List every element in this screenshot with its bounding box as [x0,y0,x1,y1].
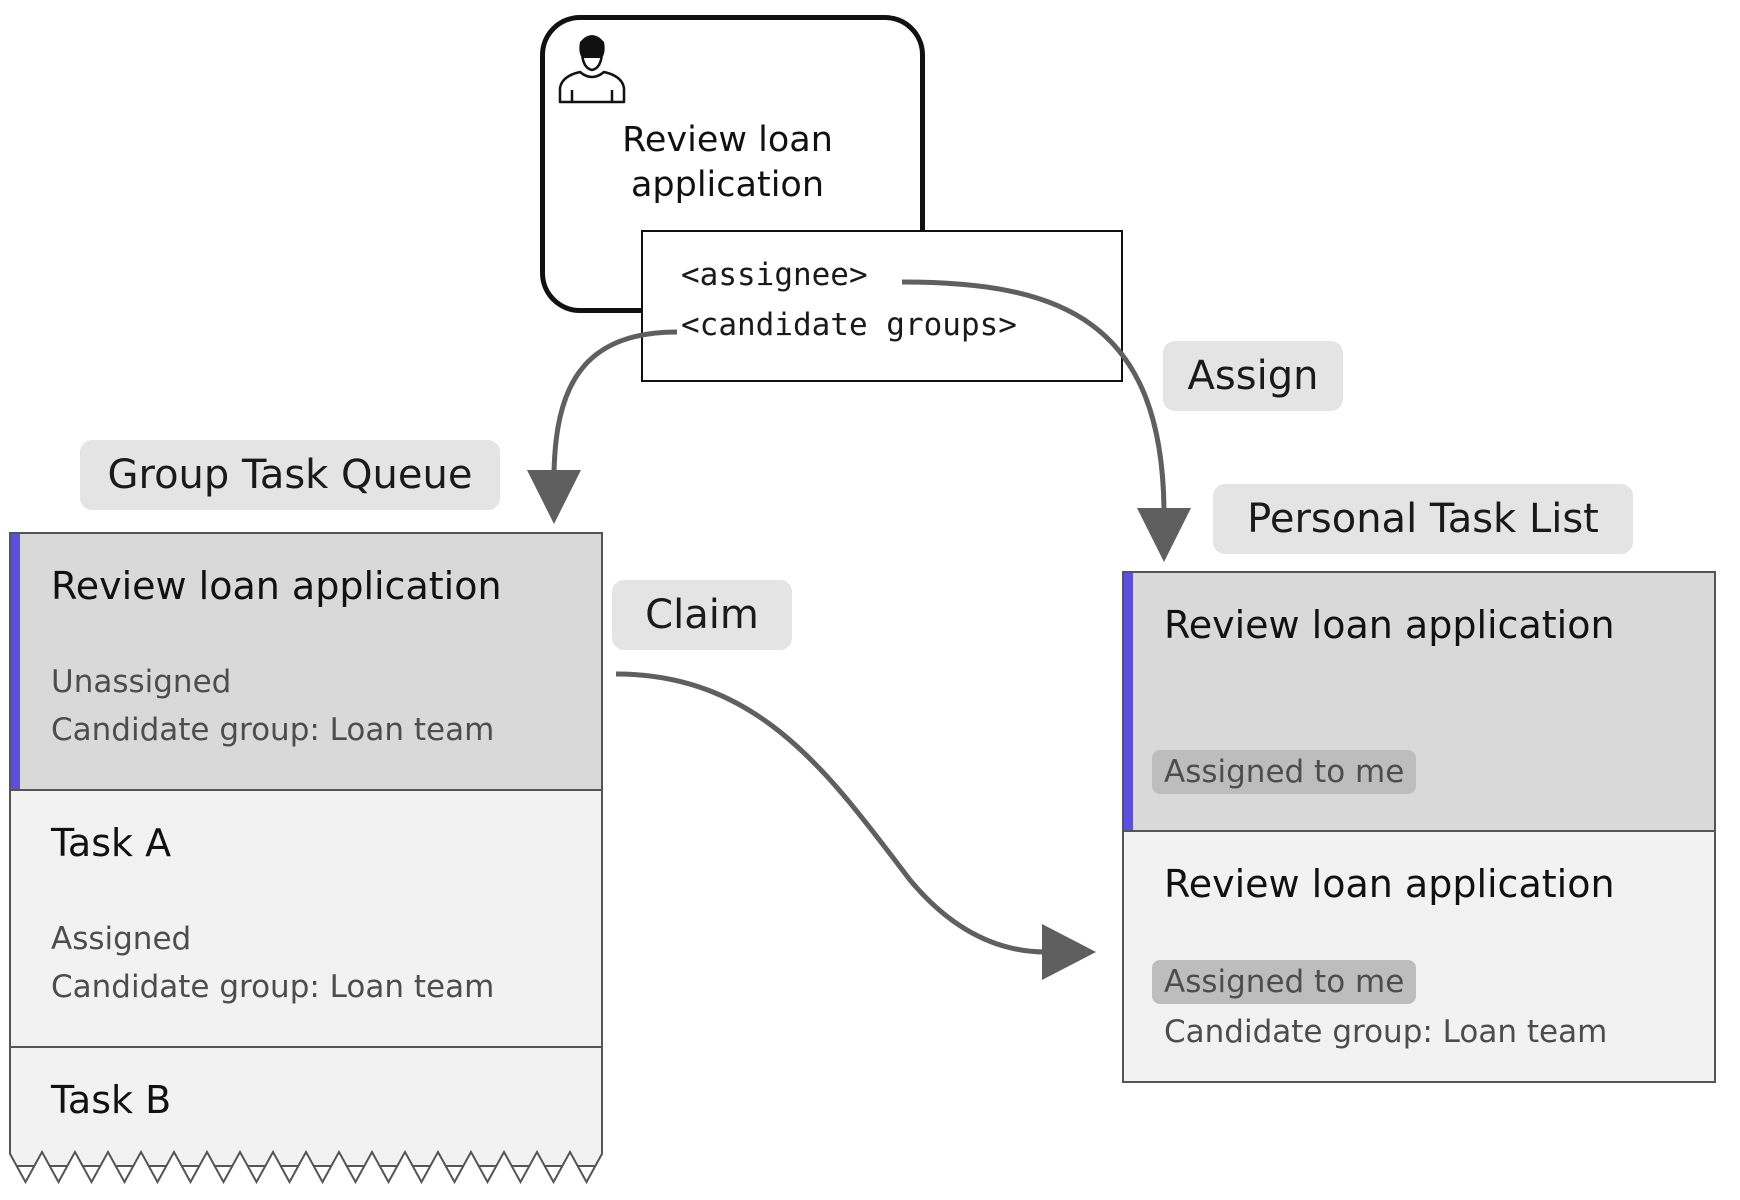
assigned-badge: Assigned to me [1152,960,1417,1004]
assign-label: Assign [1163,341,1343,411]
personal-task-list-label: Personal Task List [1213,484,1633,554]
list-item[interactable]: Review loan application Assigned to me C… [1124,830,1714,1083]
task-title: Review loan application [1164,603,1615,647]
task-title: Task B [51,1078,172,1122]
list-item[interactable]: Task B [11,1046,601,1171]
list-item[interactable]: Review loan application Unassigned Candi… [11,534,601,789]
selected-accent-bar [11,534,20,789]
claim-label: Claim [612,580,792,650]
list-item[interactable]: Task A Assigned Candidate group: Loan te… [11,789,601,1046]
task-candidate-group: Candidate group: Loan team [51,969,495,1005]
user-task-title: Review loan application [622,120,833,205]
task-title: Task A [51,821,172,865]
arrowhead [527,470,581,524]
task-status: Assigned [51,921,192,957]
task-status: Unassigned [51,664,232,700]
task-candidate-group: Candidate group: Loan team [1164,1014,1608,1050]
torn-edge-line [9,1150,603,1185]
user-icon [558,35,626,104]
claim-connector [615,671,1047,955]
task-candidate-group: Candidate group: Loan team [51,712,495,748]
task-title: Review loan application [1164,862,1615,906]
group-task-queue: Review loan application Unassigned Candi… [9,532,603,1167]
assignee-property: <assignee> [681,257,868,293]
candidate-groups-property: <candidate groups> [681,307,1017,343]
selected-accent-bar [1124,573,1133,830]
task-properties-box [641,230,1123,382]
group-task-queue-label: Group Task Queue [80,440,500,510]
personal-task-list: Review loan application Assigned to me R… [1122,571,1716,1083]
arrowhead [1042,924,1096,980]
arrowhead [1137,508,1191,562]
assigned-badge: Assigned to me [1152,750,1417,794]
torn-edge [9,1150,603,1190]
task-title: Review loan application [51,564,502,608]
list-item[interactable]: Review loan application Assigned to me [1124,573,1714,830]
